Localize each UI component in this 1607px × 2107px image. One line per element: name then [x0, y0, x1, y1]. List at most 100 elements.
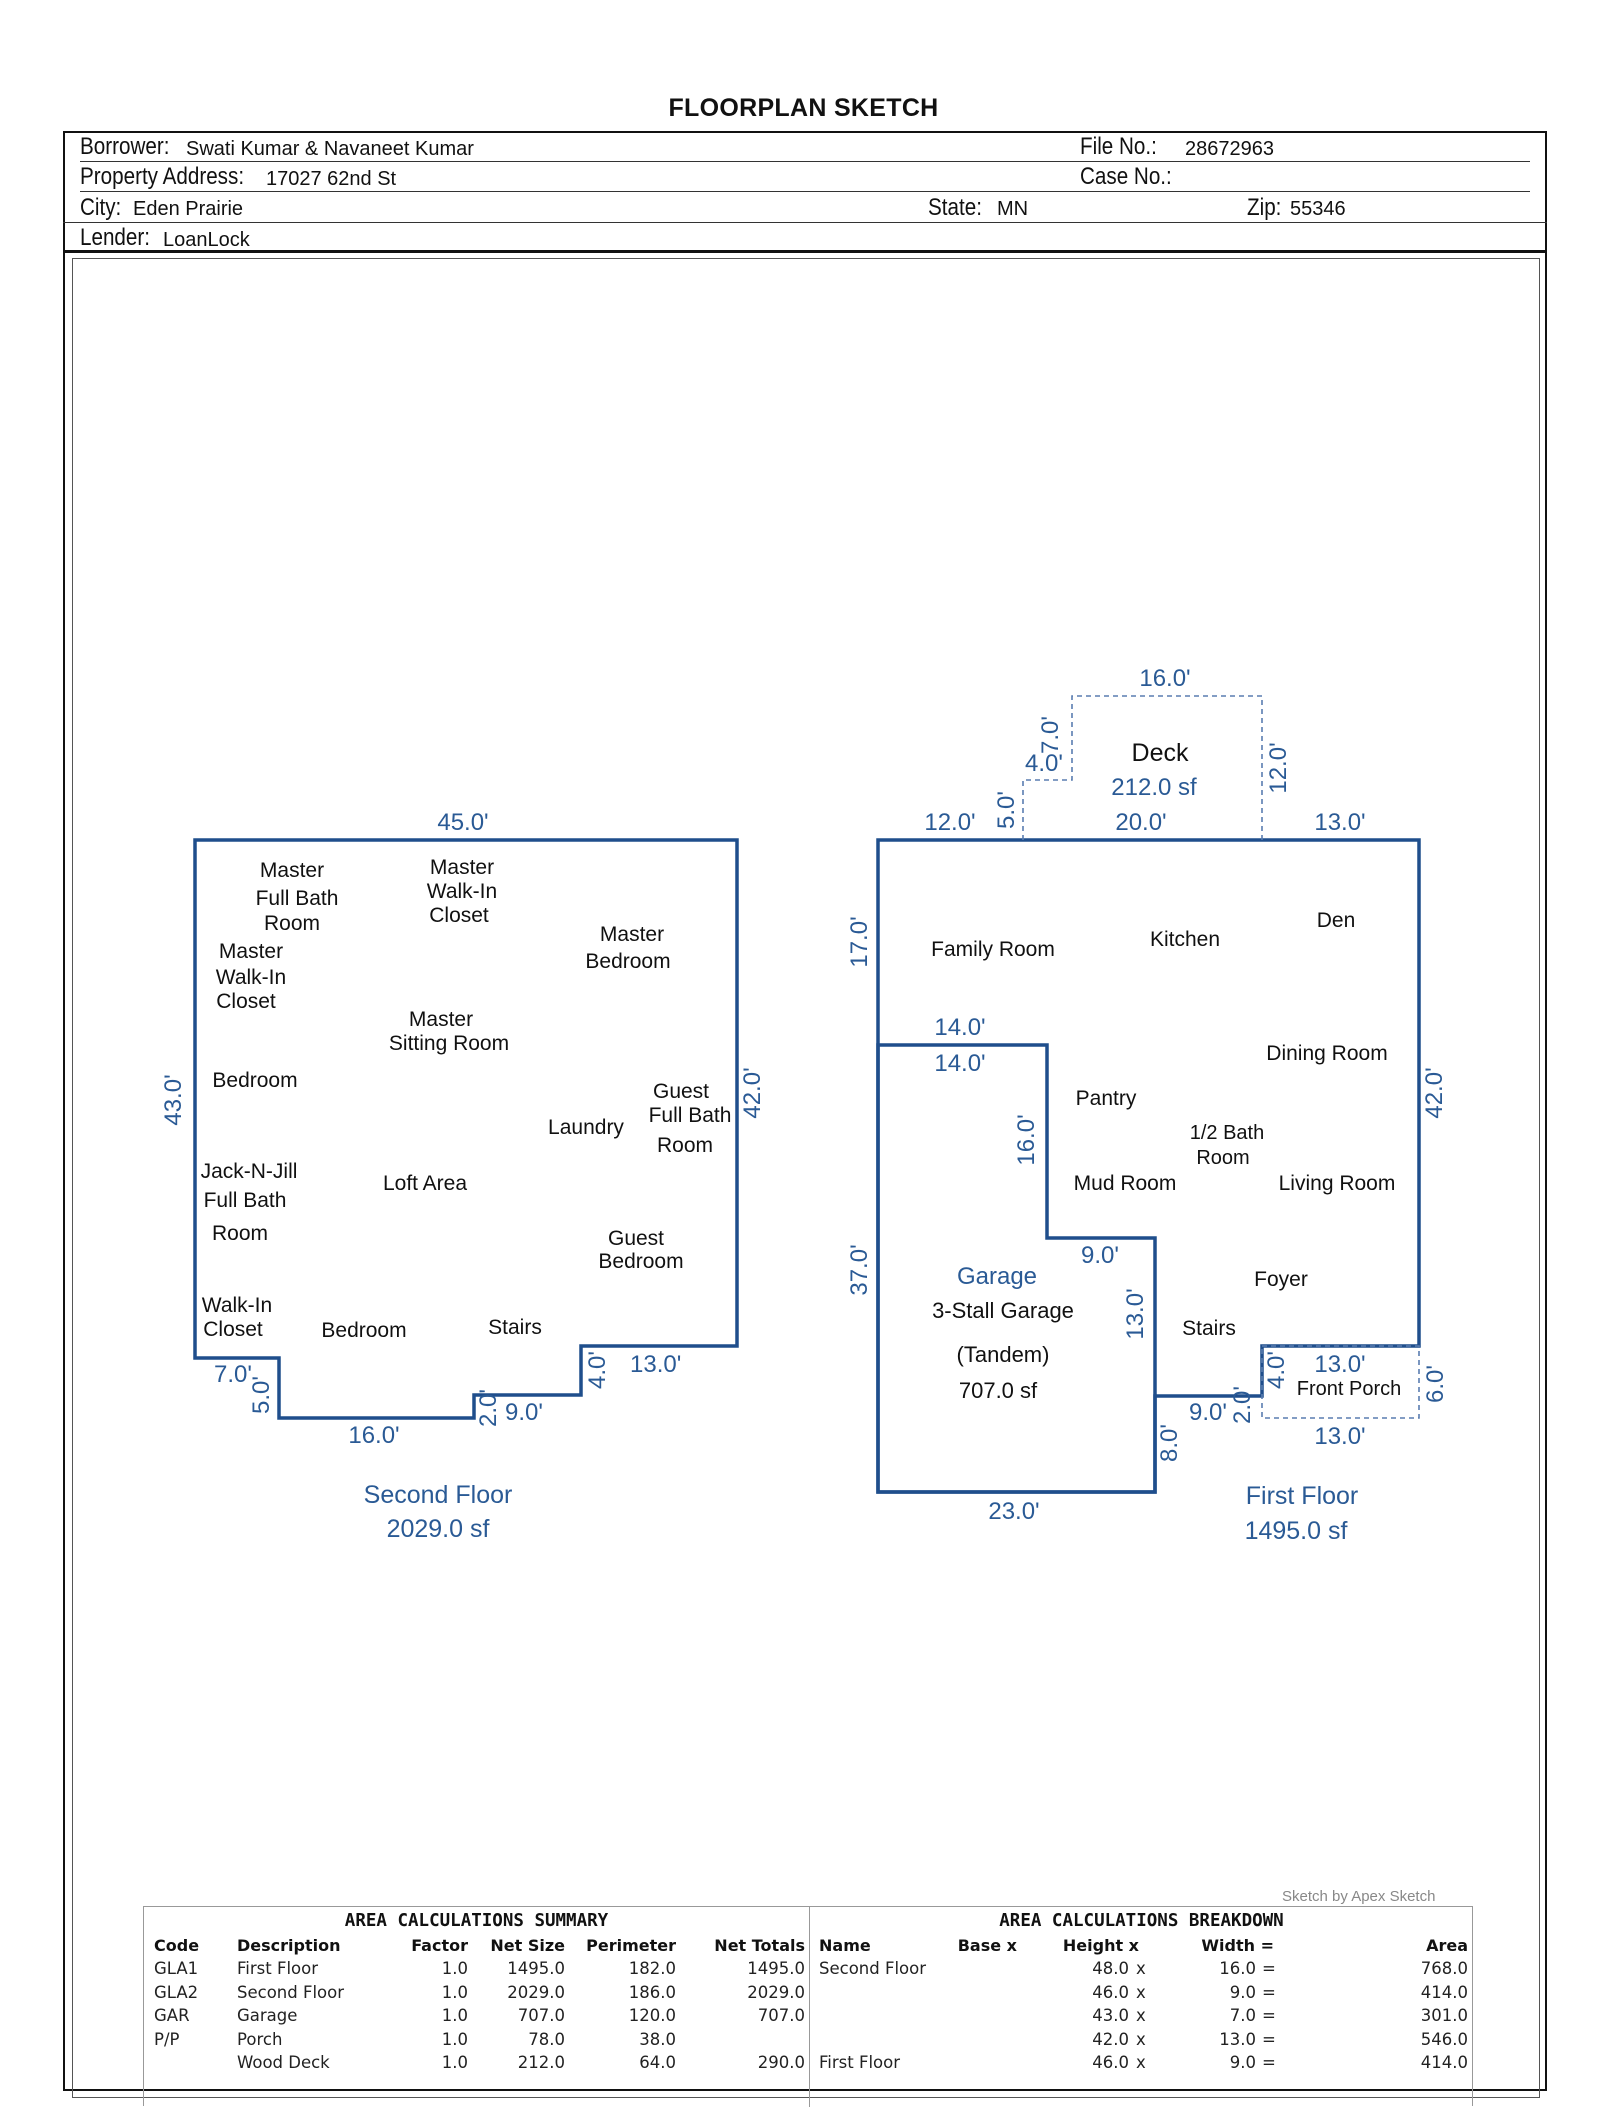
dim-label: 9.0' — [505, 1399, 543, 1426]
room-label: Loft Area — [383, 1172, 467, 1195]
room-label: Mud Room — [1074, 1172, 1177, 1195]
room-label: Den — [1317, 909, 1356, 932]
deck-outline — [1022, 695, 1263, 840]
room-label: Full Bath — [649, 1104, 732, 1127]
case-no-label: Case No.: — [1080, 163, 1172, 190]
room-label: Guest — [608, 1227, 664, 1250]
address-label: Property Address: — [80, 163, 245, 190]
table-cell: x — [1136, 2006, 1146, 2025]
table-cell: 2029.0 — [747, 1982, 805, 2002]
table-cell: First Floor — [819, 2053, 901, 2072]
col-header: Area — [1426, 1936, 1468, 1955]
col-header: Perimeter — [586, 1936, 676, 1955]
room-label: Bedroom — [212, 1069, 297, 1092]
dim-label: 9.0' — [1081, 1242, 1119, 1269]
dim-label: 45.0' — [437, 809, 488, 836]
table-cell: Porch — [237, 2029, 283, 2049]
room-label: Stairs — [1182, 1317, 1236, 1340]
table-cell: = — [1262, 2053, 1276, 2072]
room-label: Closet — [203, 1318, 263, 1341]
room-label: Full Bath — [256, 887, 339, 910]
dim-label: 13.0' — [630, 1351, 681, 1378]
room-label: Bedroom — [585, 950, 670, 973]
lender-value: LoanLock — [163, 229, 250, 251]
dim-label: 12.0' — [924, 809, 975, 836]
header-rule — [63, 222, 1547, 223]
table-cell: 38.0 — [639, 2029, 676, 2049]
room-label: Bedroom — [598, 1250, 683, 1273]
garage-title: Garage — [957, 1263, 1037, 1290]
dim-label: 7.0' — [214, 1361, 252, 1388]
borrower-label: Borrower: — [80, 133, 170, 160]
table-cell: 707.0 — [517, 2006, 565, 2025]
floor-name: Second Floor — [364, 1481, 513, 1509]
room-label: Walk-In — [216, 966, 286, 989]
table-cell: = — [1262, 1959, 1276, 1978]
dim-label: 12.0' — [1265, 742, 1292, 793]
dim-label: 4.0' — [1263, 1351, 1290, 1389]
dim-label: 43.0' — [160, 1074, 187, 1125]
porch-outline — [1261, 1345, 1420, 1419]
deck-area: 212.0 sf — [1111, 774, 1197, 801]
table-cell: x — [1136, 1959, 1146, 1978]
room-label: Family Room — [931, 938, 1055, 961]
dim-label: 23.0' — [988, 1498, 1039, 1525]
header-rule — [80, 191, 1530, 192]
room-label: Bedroom — [321, 1319, 406, 1342]
dim-label: 5.0' — [993, 791, 1020, 829]
table-cell: First Floor — [237, 1959, 319, 1978]
dim-label: 37.0' — [846, 1244, 873, 1295]
room-label: Closet — [216, 990, 276, 1013]
dim-label: 5.0' — [248, 1376, 275, 1414]
dim-label: 6.0' — [1422, 1365, 1449, 1403]
table-cell: 1.0 — [441, 2006, 468, 2025]
dim-label: 4.0' — [584, 1351, 611, 1389]
col-header: Base x — [957, 1936, 1017, 1955]
room-label: Foyer — [1254, 1268, 1308, 1291]
table-cell: 546.0 — [1420, 2029, 1468, 2049]
city-value: Eden Prairie — [133, 198, 244, 220]
table-cell: Second Floor — [819, 1959, 927, 1978]
room-label: Living Room — [1279, 1172, 1396, 1195]
room-label: Room — [264, 912, 320, 935]
table-cell: x — [1136, 2029, 1146, 2049]
col-header: Name — [819, 1936, 871, 1955]
room-label: Dining Room — [1266, 1042, 1387, 1065]
table-cell: GLA2 — [154, 1982, 199, 2002]
dim-label: 9.0' — [1189, 1399, 1227, 1426]
floor-name: First Floor — [1246, 1482, 1359, 1510]
file-no-label: File No.: — [1080, 133, 1157, 160]
page-title: FLOORPLAN SKETCH — [668, 94, 939, 122]
room-label: Master — [409, 1008, 473, 1031]
table-cell: x — [1136, 1982, 1146, 2002]
floor-area: 1495.0 sf — [1245, 1517, 1348, 1545]
col-header: Width = — [1201, 1936, 1274, 1955]
header-rule — [80, 161, 1530, 162]
table-cell: 182.0 — [628, 1959, 676, 1978]
sketch-credit: Sketch by Apex Sketch — [1282, 1888, 1436, 1905]
table-cell: GLA1 — [154, 1959, 199, 1978]
room-label: Kitchen — [1150, 928, 1220, 951]
room-label: Closet — [429, 904, 489, 927]
room-label: Walk-In — [202, 1294, 272, 1317]
porch-label: Front Porch — [1297, 1378, 1401, 1400]
table-cell: 7.0 — [1229, 2006, 1256, 2025]
room-label: Master — [219, 940, 283, 963]
table-cell: 707.0 — [757, 2006, 805, 2025]
table-cell: = — [1262, 2006, 1276, 2025]
dim-label: 20.0' — [1115, 809, 1166, 836]
table-cell: 9.0 — [1229, 2053, 1256, 2072]
dim-label: 14.0' — [934, 1014, 985, 1041]
garage-desc: (Tandem) — [957, 1342, 1050, 1367]
area-calculations-table: AREA CALCULATIONS SUMMARY AREA CALCULATI… — [143, 1906, 1473, 2107]
table-cell: Garage — [237, 2006, 298, 2025]
dim-label: 14.0' — [934, 1050, 985, 1077]
table-cell: x — [1136, 2053, 1146, 2072]
table-cell: 43.0 — [1092, 2006, 1129, 2025]
table-cell: 16.0 — [1219, 1959, 1256, 1978]
table-cell: Wood Deck — [237, 2053, 330, 2072]
room-label: Walk-In — [427, 880, 497, 903]
table-cell: 120.0 — [628, 2006, 676, 2025]
table-cell: 9.0 — [1229, 1982, 1256, 2002]
header-bottom-rule — [63, 250, 1547, 253]
